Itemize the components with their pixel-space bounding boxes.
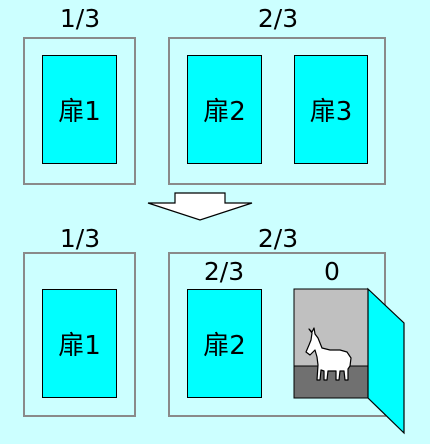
top-group1-box	[23, 37, 136, 185]
bottom-group1-box	[23, 252, 136, 417]
top-door-3: 扉3	[294, 55, 368, 164]
top-group2-fraction: 2/3	[257, 4, 299, 33]
bottom-door-1: 扉1	[42, 289, 117, 398]
bottom-door2-fraction: 2/3	[203, 257, 245, 286]
bottom-door-2: 扉2	[187, 289, 262, 398]
bottom-door3-fraction: 0	[324, 257, 340, 286]
bottom-group2-fraction: 2/3	[257, 224, 299, 253]
bottom-group1-fraction: 1/3	[59, 224, 101, 253]
top-group2-box	[168, 37, 386, 185]
top-door-1: 扉1	[42, 55, 117, 164]
top-group1-fraction: 1/3	[59, 4, 101, 33]
top-door-2: 扉2	[187, 55, 262, 164]
